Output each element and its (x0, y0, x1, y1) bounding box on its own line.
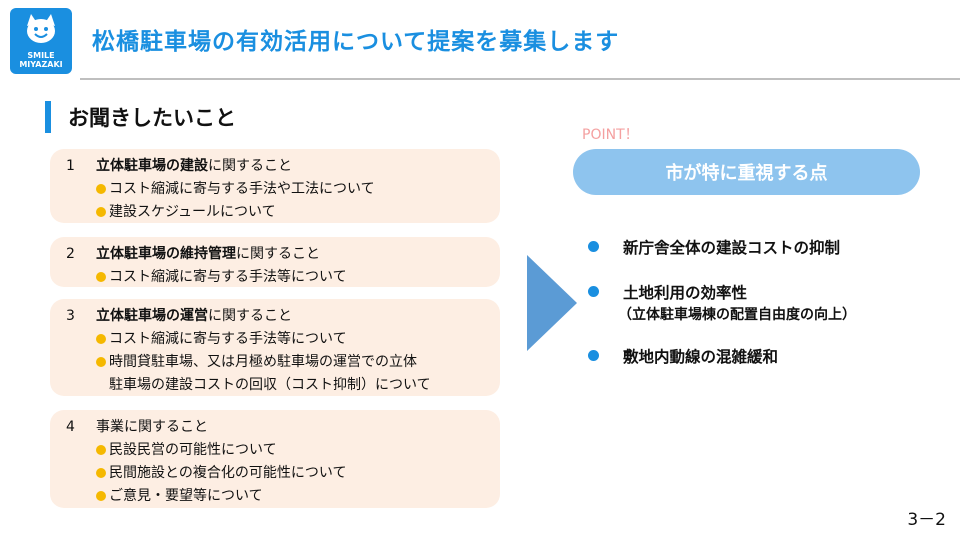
bullet-dot-icon (96, 445, 106, 455)
question-head: 1 立体駐車場の建設に関すること (66, 155, 500, 178)
logo-text-miyazaki: MIYAZAKI (19, 60, 63, 69)
smile-miyazaki-logo: SMILE MIYAZAKI (10, 8, 72, 74)
list-item-text: 時間貸駐車場、又は月極め駐車場の運営での立体 (109, 354, 417, 370)
question-head-bold: 立体駐車場の建設 (96, 158, 208, 174)
mascot-icon (27, 14, 55, 43)
priority-subtext: （立体駐車場棟の配置自由度の向上） (618, 307, 856, 323)
bullet-dot-icon (96, 334, 106, 344)
page-title: 松橋駐車場の有効活用について提案を募集します (92, 29, 620, 55)
list-item-text: 民設民営の可能性について (109, 442, 277, 458)
question-box-1: 1 立体駐車場の建設に関すること コスト縮減に寄与する手法や工法について 建設スケ… (50, 149, 500, 223)
list-item: 民間施設との複合化の可能性について (66, 462, 500, 485)
point-label: POINT！ (582, 127, 639, 143)
bullet-dot-icon (96, 468, 106, 478)
question-number: 1 (66, 158, 75, 174)
question-number: 4 (66, 419, 75, 435)
question-box-2: 2 立体駐車場の維持管理に関すること コスト縮減に寄与する手法等について (50, 237, 500, 287)
question-head-rest: に関すること (236, 246, 320, 262)
list-item: 建設スケジュールについて (66, 201, 500, 224)
list-item-text: ご意見・要望等について (109, 488, 263, 504)
bullet-dot-icon (96, 207, 106, 217)
question-head: 3 立体駐車場の運営に関すること (66, 305, 500, 328)
list-item-text: コスト縮減に寄与する手法等について (109, 331, 347, 347)
list-item: 民設民営の可能性について (66, 439, 500, 462)
list-item-text: コスト縮減に寄与する手法や工法について (109, 181, 375, 197)
bullet-dot-icon (588, 286, 599, 297)
list-item-text: コスト縮減に寄与する手法等について (109, 269, 347, 285)
list-item-text: 民間施設との複合化の可能性について (109, 465, 347, 481)
question-head: 4 事業に関すること (66, 416, 500, 439)
question-head-rest: に関すること (208, 158, 292, 174)
priority-text: 敷地内動線の混雑緩和 (623, 348, 779, 366)
title-divider (80, 78, 960, 80)
list-item: コスト縮減に寄与する手法等について (66, 328, 500, 351)
bullet-dot-icon (588, 350, 599, 361)
bullet-dot-icon (96, 357, 106, 367)
logo-text-smile: SMILE (27, 51, 55, 60)
section-accent-bar (45, 101, 51, 133)
bullet-dot-icon (96, 184, 106, 194)
list-item-text: 建設スケジュールについて (109, 204, 276, 220)
bullet-dot-icon (96, 491, 106, 501)
question-number: 3 (66, 308, 75, 324)
list-item: 時間貸駐車場、又は月極め駐車場の運営での立体 (66, 351, 500, 374)
priority-text: 新庁舎全体の建設コストの抑制 (623, 239, 841, 257)
question-head-bold: 立体駐車場の維持管理 (96, 246, 236, 262)
list-item: コスト縮減に寄与する手法等について (66, 266, 500, 289)
question-head-rest: に関すること (208, 308, 292, 324)
question-head-rest: 事業に関すること (96, 419, 208, 435)
question-head-bold: 立体駐車場の運営 (96, 308, 208, 324)
list-item: ご意見・要望等について (66, 485, 500, 508)
priority-text: 土地利用の効率性 (623, 284, 748, 302)
priority-pill: 市が特に重視する点 (573, 149, 920, 195)
bullet-dot-icon (96, 272, 106, 282)
bullet-dot-icon (588, 241, 599, 252)
arrow-right-icon (527, 255, 577, 351)
page-number: 3－2 (907, 510, 946, 530)
list-item-text: 駐車場の建設コストの回収（コスト抑制）について (109, 377, 431, 393)
question-box-3: 3 立体駐車場の運営に関すること コスト縮減に寄与する手法等について 時間貸駐車場… (50, 299, 500, 396)
question-head: 2 立体駐車場の維持管理に関すること (66, 243, 500, 266)
list-item-continuation: 駐車場の建設コストの回収（コスト抑制）について (66, 374, 500, 397)
question-number: 2 (66, 246, 75, 262)
list-item: コスト縮減に寄与する手法や工法について (66, 178, 500, 201)
question-box-4: 4 事業に関すること 民設民営の可能性について 民間施設との複合化の可能性について… (50, 410, 500, 508)
section-heading: お聞きしたいこと (68, 106, 236, 130)
